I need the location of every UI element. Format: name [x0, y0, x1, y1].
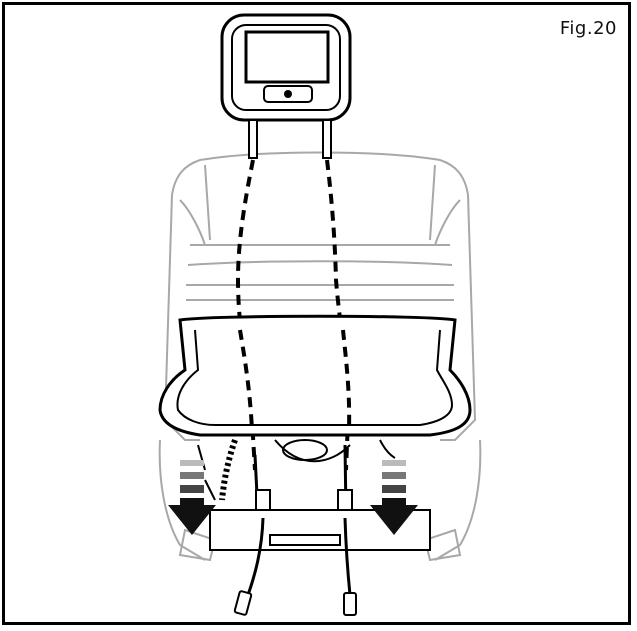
cable-routing	[235, 159, 351, 471]
headrest-post-left	[248, 119, 258, 159]
seat-base	[158, 439, 482, 562]
headrest-post-right	[322, 119, 332, 159]
down-arrow-icon	[168, 460, 216, 535]
seat-back-panel	[158, 314, 472, 437]
headrest	[220, 13, 352, 159]
figure-label: Fig.20	[559, 18, 617, 39]
connector-right	[343, 592, 357, 616]
av-cables	[246, 517, 352, 596]
cable-routing-front	[238, 329, 352, 431]
under-seat-mechanism	[197, 439, 431, 551]
monitor-screen	[244, 30, 330, 84]
down-arrow-icon	[370, 460, 418, 535]
figure-frame	[2, 2, 631, 625]
seat-back	[163, 151, 477, 441]
cable-connectors	[233, 590, 357, 616]
connector-left	[233, 590, 253, 616]
